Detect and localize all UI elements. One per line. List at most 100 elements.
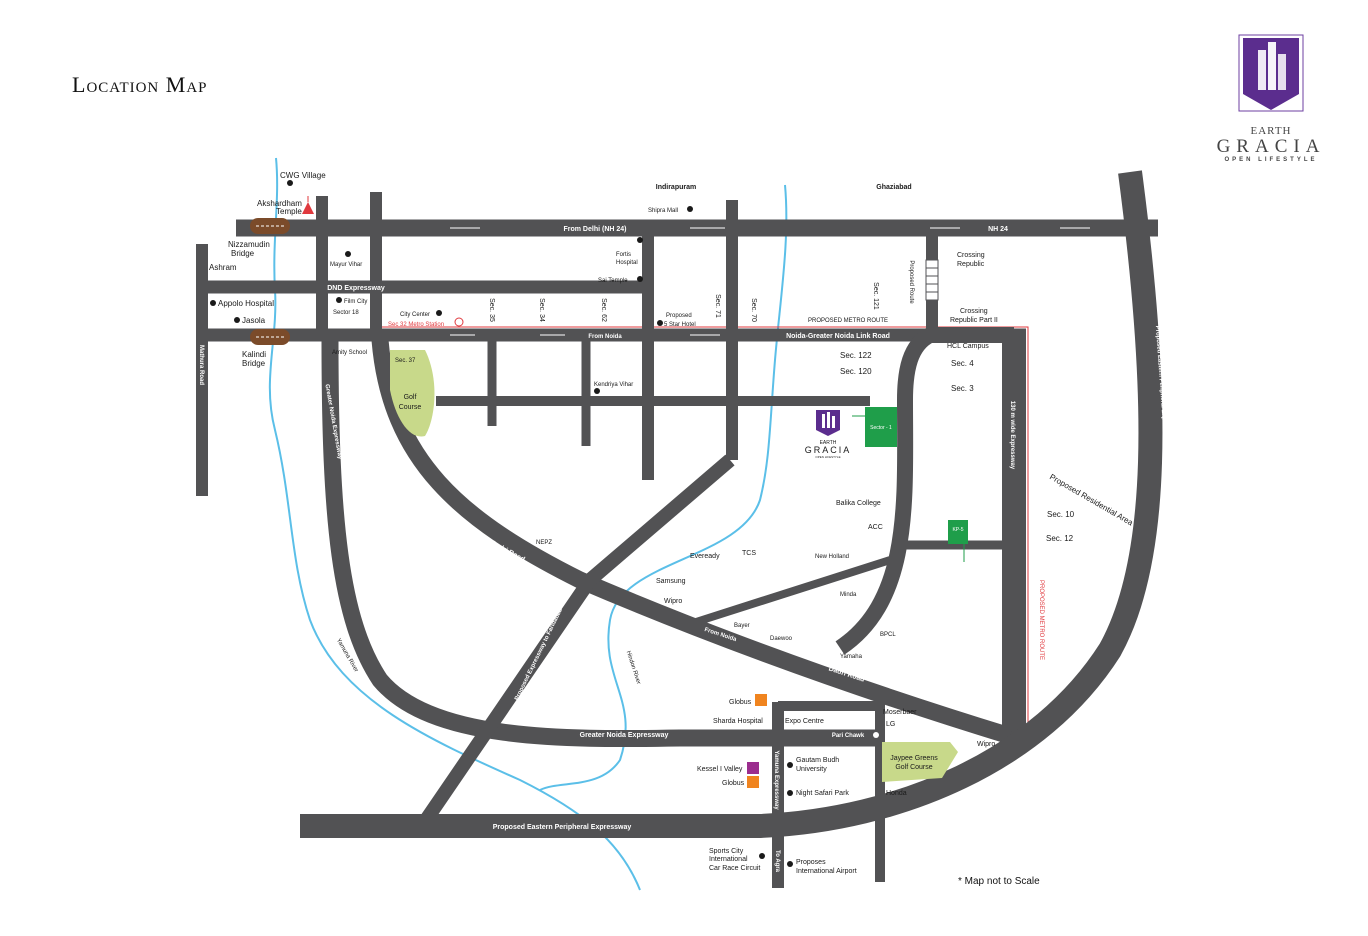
place-dots: [210, 180, 793, 867]
kp5-marker: [948, 520, 968, 544]
earth-gracia-map-marker: EARTH GRACIA OPEN LIFESTYLE: [805, 410, 849, 459]
label-sec-34: Sec. 34: [538, 298, 545, 322]
proposed-route-hatch: [925, 259, 939, 301]
label-crossing-republic-ii-2: Republic Part II: [950, 317, 998, 324]
label-new-holland: New Holland: [815, 554, 849, 560]
sector-1-marker: [865, 407, 897, 447]
label-sharda: Sharda Hospital: [713, 718, 763, 725]
label-sec-4: Sec. 4: [951, 359, 974, 368]
label-airport-2: International Airport: [796, 868, 857, 875]
label-pari-chawk: Pari Chawk: [832, 733, 865, 739]
label-sec-71: Sec. 71: [714, 294, 721, 318]
label-jasola: Jasola: [242, 316, 266, 325]
label-amity: Amity School: [332, 350, 367, 356]
label-jaypee-1: Jaypee Greens: [890, 755, 938, 762]
parks: [390, 350, 958, 782]
label-nh24-from-delhi: From Delhi (NH 24): [563, 226, 626, 233]
label-crossing-republic-2: Republic: [957, 261, 985, 268]
label-link-road: Noida-Greater Noida Link Road: [786, 333, 890, 340]
label-nizzamudin-2: Bridge: [231, 249, 255, 258]
kalindi-bridge-icon: [250, 329, 290, 345]
map-note: * Map not to Scale: [958, 876, 1040, 887]
label-ghaziabad: Ghaziabad: [876, 184, 911, 191]
label-city-center: City Center: [400, 312, 430, 318]
label-samsung: Samsung: [656, 578, 686, 585]
metro-route-line: [380, 326, 1029, 738]
label-gautam-2: University: [796, 766, 827, 773]
label-kendriya: Kendriya Vihar: [594, 382, 633, 388]
marker-brand-line-1: EARTH: [820, 440, 837, 446]
golf-course-park: [390, 350, 435, 437]
akshardham-flag-icon: [302, 202, 314, 214]
label-mayur-vihar: Mayur Vihar: [330, 262, 362, 268]
label-minda: Minda: [840, 592, 857, 598]
road-link-curve: [835, 327, 1014, 655]
brand-line-2: GRACIA: [1216, 136, 1326, 157]
metro-station-icon: [454, 317, 464, 327]
label-sec-121: Sec. 121: [872, 282, 879, 310]
label-daewoo: Daewoo: [770, 636, 793, 642]
nizzamudin-bridge-icon: [250, 218, 290, 234]
road-gn-expressway: [321, 339, 878, 748]
label-faridabad: Proposed Expressway to Faridabad: [514, 607, 564, 701]
label-proposed-route: Proposed Route: [908, 260, 914, 304]
label-sec-122: Sec. 122: [840, 351, 872, 360]
jaypee-greens-park: [882, 742, 958, 782]
label-kessel: Kessel I Valley: [697, 766, 743, 773]
label-sec-62: Sec. 62: [600, 298, 607, 322]
label-globus-1: Globus: [729, 699, 752, 706]
label-sec-10: Sec. 10: [1047, 510, 1075, 519]
label-sai-temple: Sai Temple: [598, 278, 628, 284]
label-dnd: DND Expressway: [327, 285, 385, 292]
road-dashes: [450, 227, 1090, 336]
label-proposed-hotel-1: Proposed: [666, 313, 692, 319]
label-akshardham-2: Temple: [276, 207, 302, 216]
globus-2-marker: [747, 776, 759, 788]
label-globus-2: Globus: [722, 780, 745, 787]
label-sports-2: International: [709, 856, 748, 863]
label-film-city: Film City: [344, 299, 367, 305]
label-gn-expressway-h: Greater Noida Expressway: [580, 732, 669, 739]
road-bayer: [694, 556, 892, 626]
label-airport-1: Proposes: [796, 859, 826, 866]
label-sec-37: Sec. 37: [395, 358, 416, 364]
label-metro-station: Sec 32 Metro Station: [388, 322, 444, 328]
label-proposed-hotel-2: 5 Star Hotel: [664, 322, 696, 328]
label-crossing-republic-ii-1: Crossing: [960, 308, 988, 315]
label-golf-2: Course: [399, 404, 422, 411]
roads: [196, 170, 1163, 888]
globus-1-marker: [755, 694, 767, 706]
label-kp5: KP-5: [952, 527, 963, 533]
brand-line-3: OPEN LIFESTYLE: [1224, 157, 1318, 163]
label-acc: ACC: [868, 524, 883, 531]
label-wipro-1: Wipro: [664, 598, 682, 605]
label-to-agra: To Agra: [774, 850, 780, 873]
label-sec-120: Sec. 120: [840, 367, 872, 376]
label-night-safari: Night Safari Park: [796, 790, 849, 797]
label-balika: Balika College: [836, 500, 881, 507]
label-proposed-metro-route-v: PROPOSED METRO ROUTE: [1038, 580, 1044, 660]
label-jaypee-2: Golf Course: [895, 764, 932, 771]
label-sec-35: Sec. 35: [488, 298, 495, 322]
label-sec-3: Sec. 3: [951, 384, 974, 393]
page-title: Location Map: [72, 72, 208, 97]
label-bpcl: BPCL: [880, 632, 896, 638]
label-yamaha: Yamaha: [840, 654, 863, 660]
label-indirapuram: Indirapuram: [656, 184, 696, 191]
label-ashram: Ashram: [209, 263, 237, 272]
bridges: [250, 218, 290, 345]
label-yamuna-expressway: Yamuna Expressway: [773, 750, 779, 810]
brand-logo: EARTH GRACIA OPEN LIFESTYLE: [1196, 34, 1346, 163]
label-hcl: HCL Campus: [947, 343, 989, 350]
label-from-noida: From Noida: [588, 334, 622, 340]
hindon-river-line: [539, 184, 788, 791]
proposed-metro-route: [380, 326, 1029, 738]
label-sec-12: Sec. 12: [1046, 534, 1074, 543]
label-hindon-river: Hindon River: [625, 650, 641, 685]
label-bayer: Bayer: [734, 623, 750, 629]
label-appolo: Appolo Hospital: [218, 299, 274, 308]
kessel-marker: [747, 762, 759, 774]
label-crossing-republic-1: Crossing: [957, 252, 985, 259]
